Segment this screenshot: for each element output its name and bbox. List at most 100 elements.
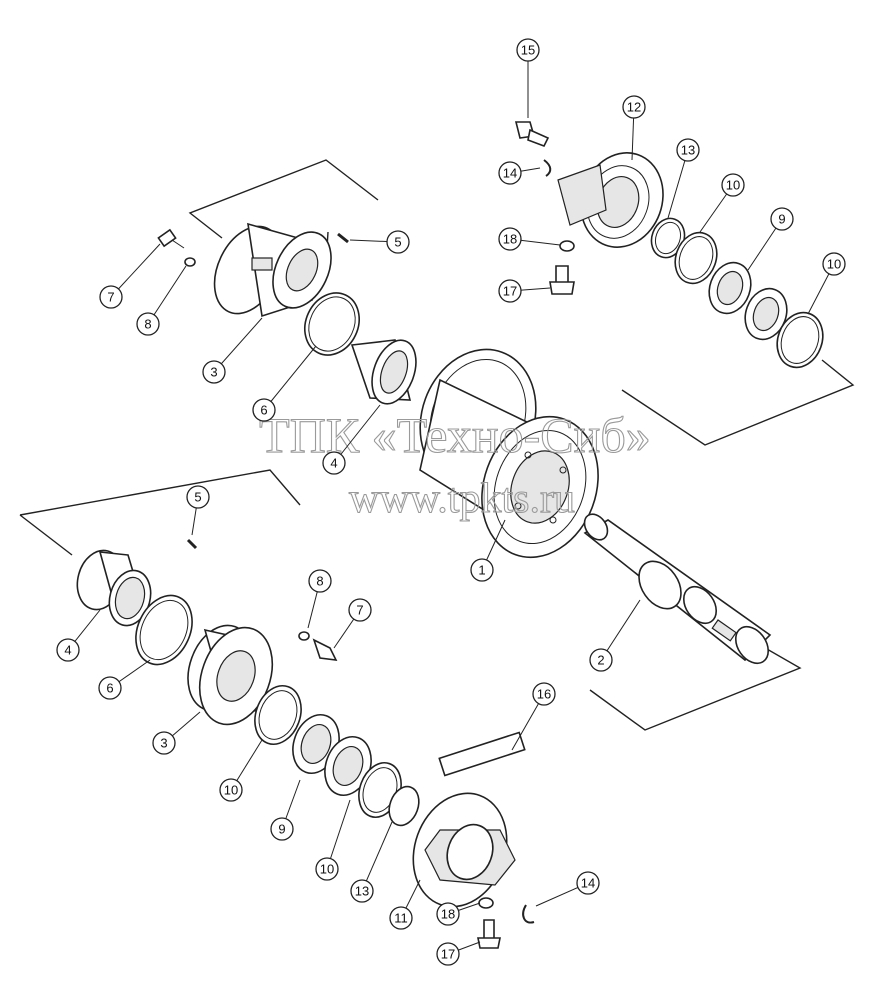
callout-number: 14 [503,166,517,181]
callout-6: 6 [98,659,151,700]
callout-5: 5 [349,230,410,254]
callout-leader-line [110,243,161,298]
callout-number: 16 [537,687,551,702]
upper-o-ring-part-6 [304,292,360,356]
upper-fasteners [157,228,349,267]
callout-10: 10 [219,739,263,802]
callout-layer: 1512131410189171057836451874623101691013… [56,38,846,966]
callout-number: 8 [316,574,323,589]
callout-number: 7 [107,290,114,305]
upper-cap-part-12 [557,152,664,248]
callout-circle [498,279,522,303]
callout-circle [676,138,700,162]
callout-circle [219,778,243,802]
callout-number: 4 [330,456,337,471]
callout-circle [498,227,522,251]
callout-circle [252,398,276,422]
callout-circle [350,879,374,903]
callout-9: 9 [747,207,794,271]
callout-circle [532,682,556,706]
callout-leader-line [361,821,393,892]
callout-3: 3 [202,317,263,384]
callout-circle [99,285,123,309]
callout-number: 17 [441,947,455,962]
callout-4: 4 [56,609,101,662]
callout-number: 13 [355,884,369,899]
callout-6: 6 [252,345,317,422]
upper-seal-set [650,217,824,369]
callout-leader-line [600,599,641,661]
callout-circle [202,360,226,384]
upper-cap-fasteners [514,121,575,295]
callout-circle [389,906,413,930]
callout-18: 18 [436,902,481,926]
callout-14: 14 [498,161,541,185]
callout-circle [270,817,294,841]
callout-circle [136,312,160,336]
callout-circle [436,902,460,926]
plate-part-16 [438,731,526,777]
callout-circle [622,95,646,119]
roller-body-part-1 [419,348,599,559]
callout-circle [436,942,460,966]
callout-12: 12 [622,95,646,161]
callout-number: 7 [356,603,363,618]
callout-number: 13 [681,143,695,158]
callout-number: 11 [394,911,408,926]
watermark-company: ТПК «Техно-Сиб» [259,407,651,463]
lower-fasteners [186,538,338,661]
callout-number: 2 [597,653,604,668]
callout-number: 18 [441,907,455,922]
callout-10: 10 [699,173,745,233]
watermark: ТПК «Техно-Сиб» www.tpkts.ru [259,406,652,522]
callout-16: 16 [511,682,556,751]
lower-cap-part-11 [412,792,516,908]
callout-7: 7 [99,243,161,309]
callout-circle [576,871,600,895]
callout-number: 1 [478,563,485,578]
callout-18: 18 [498,227,561,251]
callout-17: 17 [498,279,551,303]
callout-number: 5 [194,490,201,505]
callout-circle [386,230,410,254]
callout-leader-line [213,317,263,373]
callout-number: 5 [394,235,401,250]
callout-4: 4 [322,404,381,475]
callout-number: 9 [778,212,785,227]
callout-8: 8 [136,265,187,336]
callout-number: 18 [503,232,517,247]
upper-housing-part-3 [213,222,332,318]
callout-15: 15 [516,38,540,118]
callout-11: 11 [389,879,421,930]
callout-number: 9 [278,822,285,837]
callout-10: 10 [315,799,351,881]
callout-circle [186,485,210,509]
callout-number: 12 [627,100,641,115]
lower-cap-fasteners [477,897,535,949]
callout-14: 14 [535,871,600,907]
callout-circle [308,569,332,593]
callout-8: 8 [307,569,332,629]
callout-number: 3 [160,736,167,751]
upper-bushing-part-4 [350,339,417,405]
callout-13: 13 [667,138,700,219]
callout-number: 3 [210,365,217,380]
callout-circle [152,731,176,755]
lower-bushing-part-4 [76,549,152,627]
lower-housing-part-3 [187,624,274,726]
callout-leader-line [667,149,689,219]
callout-circle [822,252,846,276]
callout-leader-line [326,799,351,870]
callout-5: 5 [186,485,210,536]
callout-circle [348,598,372,622]
callout-number: 10 [320,862,334,877]
callout-circle [516,38,540,62]
callout-number: 6 [260,403,267,418]
callout-17: 17 [436,941,481,966]
callout-number: 10 [827,257,841,272]
callout-10: 10 [807,252,846,315]
lower-o-ring-part-6 [135,594,193,666]
callout-leader-line [263,345,317,411]
callout-circle [315,857,339,881]
callout-2: 2 [589,599,641,672]
